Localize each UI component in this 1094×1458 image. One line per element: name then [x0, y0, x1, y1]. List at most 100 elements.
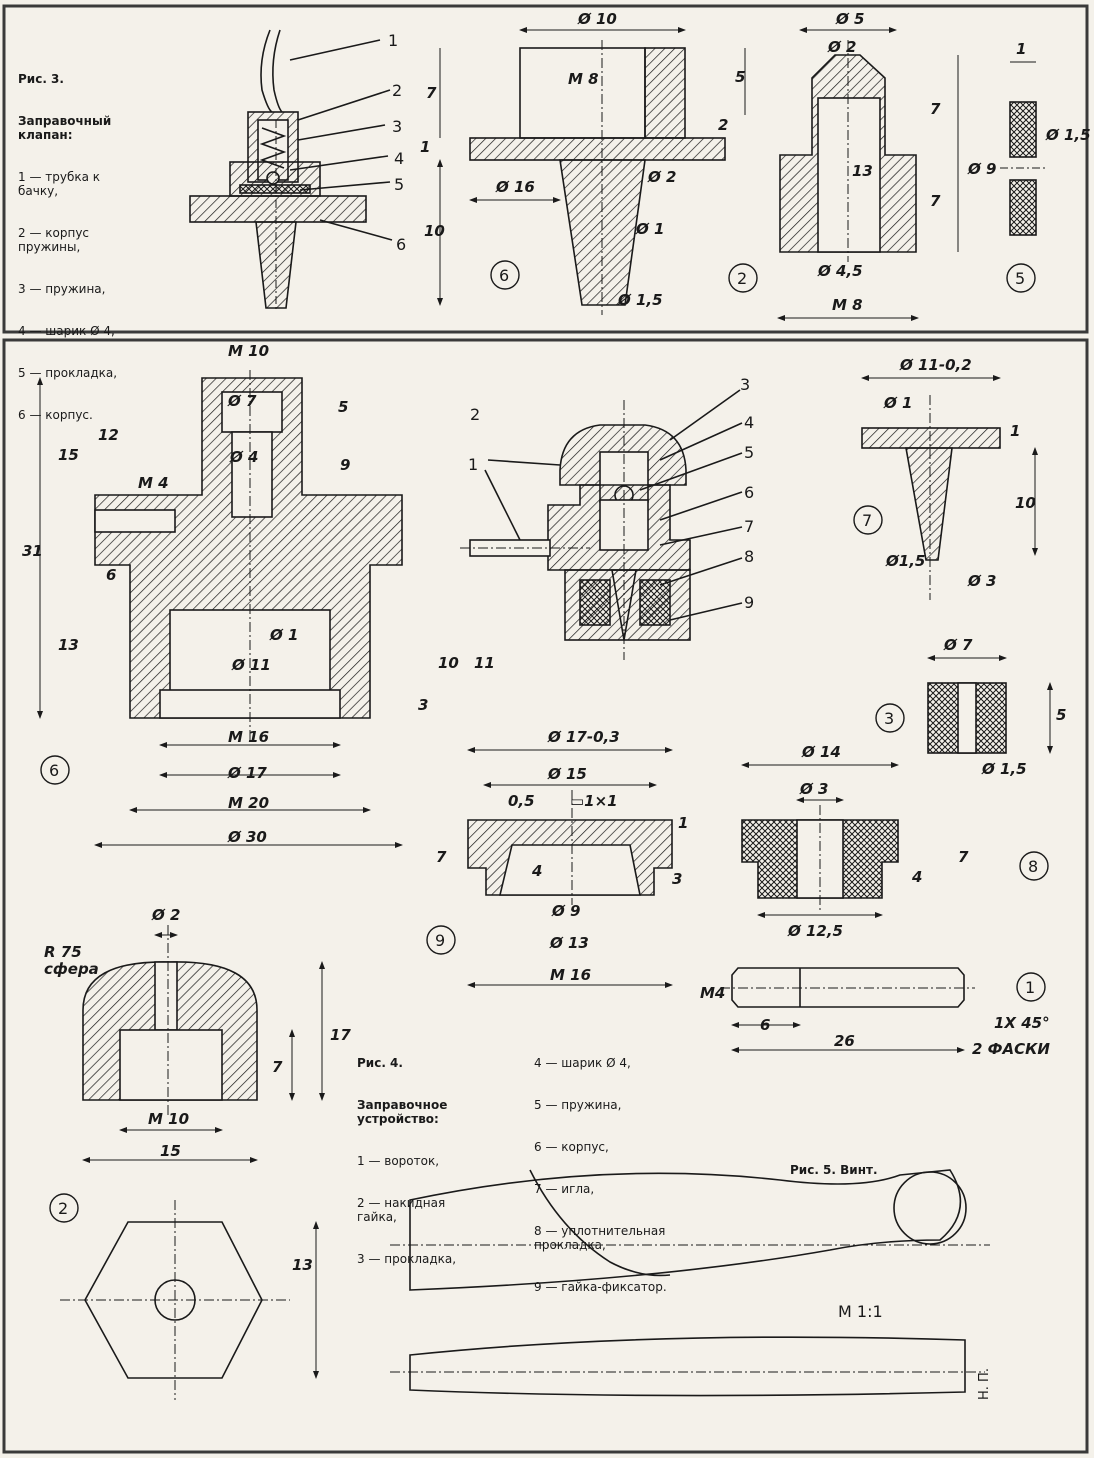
dim-f4p6-d4: Ø 4 [229, 448, 258, 466]
fig4-part9-number: 9 [435, 931, 445, 950]
fig3-caption-title: Рис. 3. [18, 72, 64, 86]
dim-f3p6-5: 5 [735, 68, 745, 86]
frame-fig3 [2, 4, 1089, 334]
dim-f4p6-d1: Ø 1 [269, 626, 298, 644]
dim-f3p2-d45: Ø 4,5 [817, 262, 863, 280]
dim-f3p6-7: 7 [426, 84, 437, 102]
fig4-callout-5: 5 [744, 443, 754, 462]
dim-f3p2-13: 13 [852, 162, 873, 180]
fig3-caption-subtitle: Заправочный клапан: [18, 114, 112, 142]
dim-f4p2-13: 13 [292, 1256, 313, 1274]
dim-f3p5-1: 1 [1016, 40, 1026, 58]
dim-f4p6-5: 5 [338, 398, 348, 416]
fig3-callout-3: 3 [392, 117, 402, 136]
dim-f4p9-1: 1 [678, 814, 688, 832]
fig3-callout-5: 5 [394, 175, 404, 194]
fig3-callout-1: 1 [388, 31, 398, 50]
dim-f4p6-11: 11 [474, 654, 495, 672]
fig4-callout-6: 6 [744, 483, 754, 502]
fig3-part6-number: 6 [499, 266, 509, 285]
dim-f4p3-d15: Ø 1,5 [981, 760, 1027, 778]
fig3-callout-2: 2 [392, 81, 402, 100]
dim-f4p6-m4: M 4 [138, 474, 169, 492]
fig3-assembly [189, 29, 393, 312]
fig4-part8-marker [1019, 851, 1049, 881]
dim-f4p2-r75: R 75 [44, 943, 82, 961]
fig4-part3-number: 3 [884, 709, 894, 728]
fig4-part1-number: 1 [1025, 978, 1035, 997]
dim-f3p6-d15: Ø 1,5 [617, 291, 663, 309]
dim-f3p2-7a: 7 [930, 100, 941, 118]
dim-f4p9-4: 4 [531, 862, 542, 880]
fig3-part5-number: 5 [1015, 269, 1025, 288]
dim-f4p3-5: 5 [1056, 706, 1066, 724]
fig4-caption-title: Рис. 4. [357, 1056, 403, 1070]
fig4-assembly [460, 389, 743, 660]
dim-f4p7-1: 1 [1010, 422, 1020, 440]
fig4-callout-4: 4 [744, 413, 754, 432]
dim-f3p6-10: 10 [424, 222, 445, 240]
fig4-part7-number: 7 [862, 511, 872, 530]
fig3-part2-number: 2 [737, 269, 747, 288]
dim-f4p2-15: 15 [160, 1142, 181, 1160]
dim-f3p6-d1: Ø 1 [635, 220, 664, 238]
dim-f3p6-d16: Ø 16 [495, 178, 535, 196]
dim-f4p9-d13: Ø 13 [549, 934, 589, 952]
fig4-part7-dims: Ø 11-0,2 Ø 1 1 10 Ø1,5 Ø 3 7 [853, 356, 1036, 590]
dim-f4p7-d11: Ø 11-0,2 [899, 356, 972, 374]
fig4-part1-drawing [720, 967, 975, 1053]
fig4-part9-drawing [467, 747, 673, 988]
fig4-assembly-callouts: 1 2 3 4 5 6 7 8 9 [468, 375, 754, 612]
fig3-legend-item: 5 — прокладка, [18, 366, 118, 380]
dim-f4p6-9: 9 [340, 456, 350, 474]
fig3-callout-4: 4 [394, 149, 404, 168]
dim-f4p6-13: 13 [58, 636, 79, 654]
fig4-legend-right: 4 — шарик Ø 4, 5 — пружина, 6 — корпус, … [534, 1028, 714, 1308]
dim-f4p7-d15: Ø1,5 [885, 552, 925, 570]
dim-f4p3-d7: Ø 7 [943, 636, 973, 654]
dim-f4p1-m4: M4 [700, 984, 725, 1002]
fig4-callout-9: 9 [744, 593, 754, 612]
fig4-part9-dims: Ø 17-0,3 Ø 15 0,5 ▭1×1 1 7 4 3 Ø 9 Ø 13 … [426, 728, 688, 984]
dim-f4p8-d14: Ø 14 [801, 743, 841, 761]
dim-f4p7-d1: Ø 1 [883, 394, 912, 412]
fig4-part6-dims: M 10 Ø 7 Ø 4 5 9 15 12 31 M 4 6 13 Ø 1 Ø… [22, 342, 495, 846]
dim-f3p6-1: 1 [420, 138, 430, 156]
fig3-legend-item: 3 — пружина, [18, 282, 106, 296]
fig3-part6-drawing [437, 27, 746, 315]
dim-f4p1-chamfer: 1X 45° [994, 1014, 1050, 1032]
frame-fig4 [2, 338, 1089, 1454]
fig5-scale: М 1:1 [838, 1302, 883, 1321]
fig3-callouts: 1 2 3 4 5 6 [388, 31, 406, 254]
dim-f4p6-m16: M 16 [228, 728, 269, 746]
fig3-part2-marker [728, 263, 758, 293]
fig4-part8-dims: Ø 14 Ø 3 7 4 Ø 12,5 8 [787, 743, 1049, 940]
dim-f3p2-m8: M 8 [832, 296, 863, 314]
dim-f4p6-d17: Ø 17 [227, 764, 267, 782]
fig4-legend-left-item: 2 — накидная гайка, [357, 1196, 446, 1224]
fig3-legend-item: 1 — трубка к бачку, [18, 170, 101, 198]
fig4-part3-drawing [927, 655, 1053, 754]
fig4-legend-right-item: 6 — корпус, [534, 1140, 609, 1154]
fig4-part7-drawing [861, 375, 1038, 600]
fig4-callout-8: 8 [744, 547, 754, 566]
fig4-part8-drawing [741, 762, 899, 918]
fig4-legend-left-item: 3 — прокладка, [357, 1252, 457, 1266]
dim-f4p6-10: 10 [438, 654, 459, 672]
dim-f4p1-6: 6 [760, 1016, 770, 1034]
fig4-part2-hex [60, 1200, 319, 1400]
fig3-part5-marker [1006, 263, 1036, 293]
dim-f4p6-3: 3 [418, 696, 428, 714]
dim-f4p7-10: 10 [1015, 494, 1036, 512]
dim-f4p6-m10: M 10 [228, 342, 269, 360]
fig3-part2-drawing [777, 27, 959, 321]
dim-f4p1-26: 26 [834, 1032, 855, 1050]
dim-f3p2-d9: Ø 9 [967, 160, 996, 178]
dim-f4p2-d2: Ø 2 [151, 906, 180, 924]
fig3-legend-item: 2 — корпус пружины, [18, 226, 90, 254]
dim-f4p2-7: 7 [272, 1058, 283, 1076]
fig4-callout-3: 3 [740, 375, 750, 394]
dim-f4p1-chamfers: 2 ФАСКИ [972, 1040, 1050, 1058]
fig3-legend-item: 6 — корпус. [18, 408, 93, 422]
